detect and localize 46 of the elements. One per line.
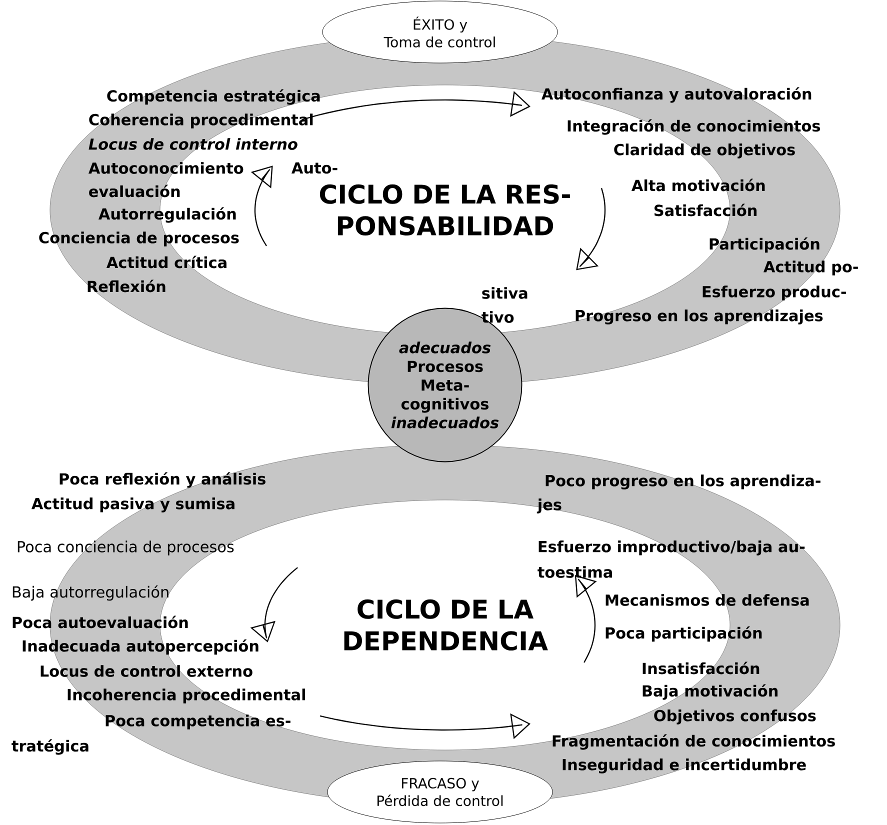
list-item: sitiva xyxy=(482,287,528,299)
list-item: Poca autoevaluación xyxy=(12,616,188,628)
list-item: tratégica xyxy=(12,739,88,755)
list-item: Insatisfacción xyxy=(642,662,760,674)
list-item: Autoconocimiento xyxy=(88,162,244,174)
list-item: Esfuerzo improductivo/baja au- xyxy=(538,540,805,556)
list-item: tivo xyxy=(482,311,514,323)
node-label: FRACASO y xyxy=(402,778,480,792)
list-item: Esfuerzo produc- xyxy=(702,286,846,300)
list-item: Baja autorregulación xyxy=(12,585,168,601)
list-item: Locus de control externo xyxy=(40,665,252,677)
list-item: Progreso en los aprendizajes xyxy=(576,310,823,324)
list-item: jes xyxy=(536,498,562,514)
list-item: Autoconfianza y autovaloración xyxy=(541,87,812,103)
list-item: Actitud pasiva y sumisa xyxy=(31,498,234,512)
node-label: Pérdida de control xyxy=(377,794,503,806)
list-item: Poco progreso en los aprendiza- xyxy=(546,474,820,490)
list-item: Poca conciencia de procesos xyxy=(18,540,234,556)
list-item: Poca competencia es- xyxy=(106,714,290,730)
list-item: Alta motivación xyxy=(631,178,765,192)
list-item: Integración de conocimientos xyxy=(568,119,820,135)
list-item: Satisfacción xyxy=(654,204,757,216)
list-item: Auto- xyxy=(291,162,338,174)
list-item: Inadecuada autopercepción xyxy=(22,639,258,655)
list-item: Incoherencia procedimental xyxy=(68,688,306,704)
list-item: Poca reflexión y análisis xyxy=(60,472,266,488)
list-item: Locus de control interno xyxy=(88,138,298,150)
list-item: Actitud po- xyxy=(763,260,858,276)
list-item: Poca participación xyxy=(606,626,762,642)
list-item: Objetivos confusos xyxy=(654,710,816,724)
outcome-oval: FRACASO y Pérdida de control xyxy=(327,760,553,824)
list-item: Reflexión xyxy=(88,280,166,292)
list-item: Baja motivación xyxy=(642,684,778,700)
list-item: evaluación xyxy=(89,184,180,198)
list-item: Competencia estratégica xyxy=(107,89,320,105)
list-item: Inseguridad e incertidumbre xyxy=(562,758,806,774)
list-item: toestima xyxy=(538,566,612,578)
outcome-oval: ÉXITO y Toma de control xyxy=(322,0,558,64)
list-item: Autorregulación xyxy=(98,207,236,223)
list-item: Fragmentación de conocimientos xyxy=(552,734,835,750)
list-item: Coherencia procedimental xyxy=(89,114,313,128)
list-item: Actitud crítica xyxy=(106,256,226,268)
list-item: Conciencia de procesos xyxy=(39,232,239,246)
list-item: Claridad de objetivos xyxy=(614,144,795,158)
list-item: Mecanismos de defensa xyxy=(606,594,809,606)
list-item: Participación xyxy=(710,237,820,253)
